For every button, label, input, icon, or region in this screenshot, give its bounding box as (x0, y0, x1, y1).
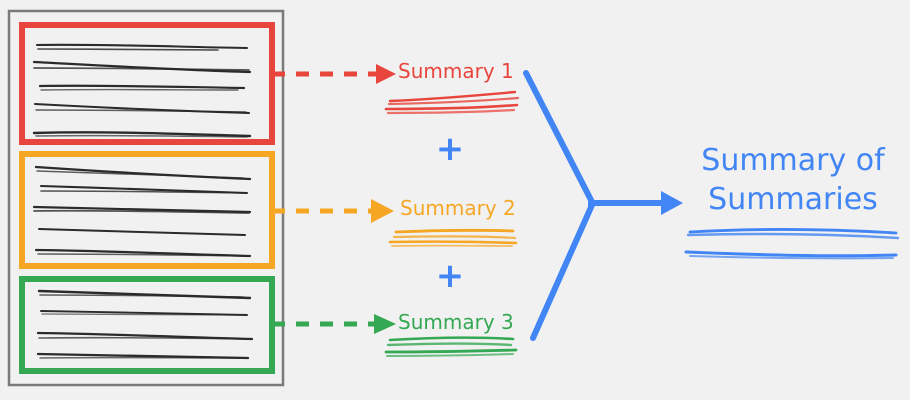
document-card-1[interactable] (19, 22, 275, 145)
final-summary-title-line-1: Summary of (701, 143, 886, 178)
plus-sign-2: + (436, 256, 465, 296)
merge-connector-bottom-branch (530, 202, 595, 341)
final-summary-underline (684, 228, 900, 260)
flow-arrow-1-head (376, 64, 396, 84)
flow-arrow-3-head (374, 314, 396, 334)
plus-sign-1: + (436, 129, 465, 169)
merge-connector (523, 70, 683, 341)
summary-1-label: Summary 1 (398, 59, 514, 83)
summary-1-underline (384, 90, 520, 115)
document-card-3[interactable] (19, 276, 275, 374)
summary-2-label: Summary 2 (400, 196, 516, 220)
document-card-3-scribbles (36, 289, 254, 360)
summary-3-label: Summary 3 (398, 310, 514, 334)
document-collection-border (7, 9, 285, 387)
summary-3-underline (384, 336, 518, 357)
final-summary-title-line-2: Summaries (708, 182, 878, 217)
flow-arrow-2-head (371, 199, 394, 223)
merge-connector-arrow-head (661, 191, 683, 215)
flow-arrow-2 (272, 199, 394, 223)
summary-2-underline (388, 228, 518, 247)
document-card-2-scribbles (32, 165, 252, 258)
document-card-1-border (19, 22, 275, 145)
document-card-1-scribbles (32, 43, 252, 138)
flow-arrow-1 (272, 64, 396, 84)
merge-connector-top-branch (523, 70, 595, 205)
flow-arrow-3 (272, 314, 396, 334)
document-card-2[interactable] (19, 151, 275, 269)
